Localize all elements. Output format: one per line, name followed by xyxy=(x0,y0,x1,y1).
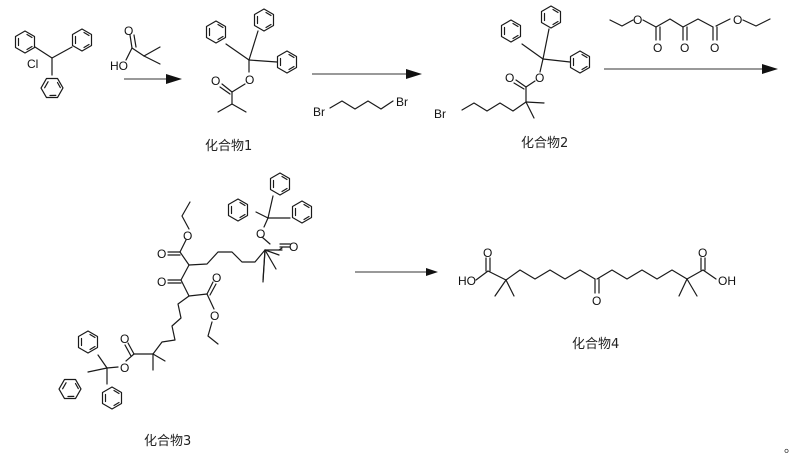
carbonyl-oxygen-left: O xyxy=(483,246,492,260)
ester-oxygen-left: O xyxy=(633,13,642,27)
compound3-structure: O O O O O O O xyxy=(55,172,313,449)
carbonyl-oxygen-lower: O xyxy=(212,271,221,285)
compound1-structure: O O 化合物1 xyxy=(205,8,298,154)
compound2-structure: O O Br 化合物2 xyxy=(434,5,591,151)
isobutyric-acid-reagent: O HO xyxy=(110,24,161,73)
bromine-atom-left: Br xyxy=(313,105,325,119)
arrow-step-2 xyxy=(312,69,422,79)
carbonyl-oxygen-1: O xyxy=(653,41,662,55)
arrow-step-3 xyxy=(604,64,778,74)
hydroxyl-label: HO xyxy=(110,59,128,73)
bromine-atom-right: Br xyxy=(396,95,408,109)
oxygen-atom: O xyxy=(124,24,133,38)
ester-oxygen-right: O xyxy=(733,13,742,27)
ketone-oxygen: O xyxy=(680,41,689,55)
carbonyl-oxygen-2: O xyxy=(710,41,719,55)
ketone-oxygen: O xyxy=(157,275,166,289)
carbonyl-oxygen-top: O xyxy=(157,247,166,261)
ester-oxygen-bottom: O xyxy=(120,361,129,375)
dibromobutane-reagent: Br Br xyxy=(313,95,408,119)
compound4-structure: HO O O O OH 化合物4 xyxy=(458,246,736,352)
ester-oxygen-top: O xyxy=(183,229,192,243)
hydroxyl-left: HO xyxy=(458,274,476,288)
ester-oxygen-top-right: O xyxy=(256,227,265,241)
trailing-period: 。 xyxy=(784,441,797,456)
compound1-label: 化合物1 xyxy=(205,139,252,154)
compound2-label: 化合物2 xyxy=(521,136,568,151)
arrow-step-4 xyxy=(355,268,438,276)
ketone-oxygen: O xyxy=(592,294,601,308)
chlorine-atom: Cl xyxy=(27,57,38,71)
compound3-label: 化合物3 xyxy=(144,434,191,449)
carbonyl-oxygen-bottom: O xyxy=(120,332,129,346)
compound4-label: 化合物4 xyxy=(572,337,619,352)
trityl-chloride-structure: Cl xyxy=(14,28,93,103)
ester-oxygen: O xyxy=(535,71,544,85)
hydroxyl-right: OH xyxy=(718,274,736,288)
ester-oxygen-lower: O xyxy=(210,309,219,323)
ester-oxygen: O xyxy=(245,73,254,87)
arrow-step-1 xyxy=(124,74,182,84)
bromine-atom: Br xyxy=(434,107,446,121)
carbonyl-oxygen: O xyxy=(505,71,514,85)
carbonyl-oxygen: O xyxy=(211,74,220,88)
carbonyl-oxygen-right: O xyxy=(698,246,707,260)
carbonyl-oxygen-top-right: O xyxy=(289,240,298,254)
diethyl-acetonedicarboxylate-reagent: O O O O O xyxy=(609,13,771,55)
